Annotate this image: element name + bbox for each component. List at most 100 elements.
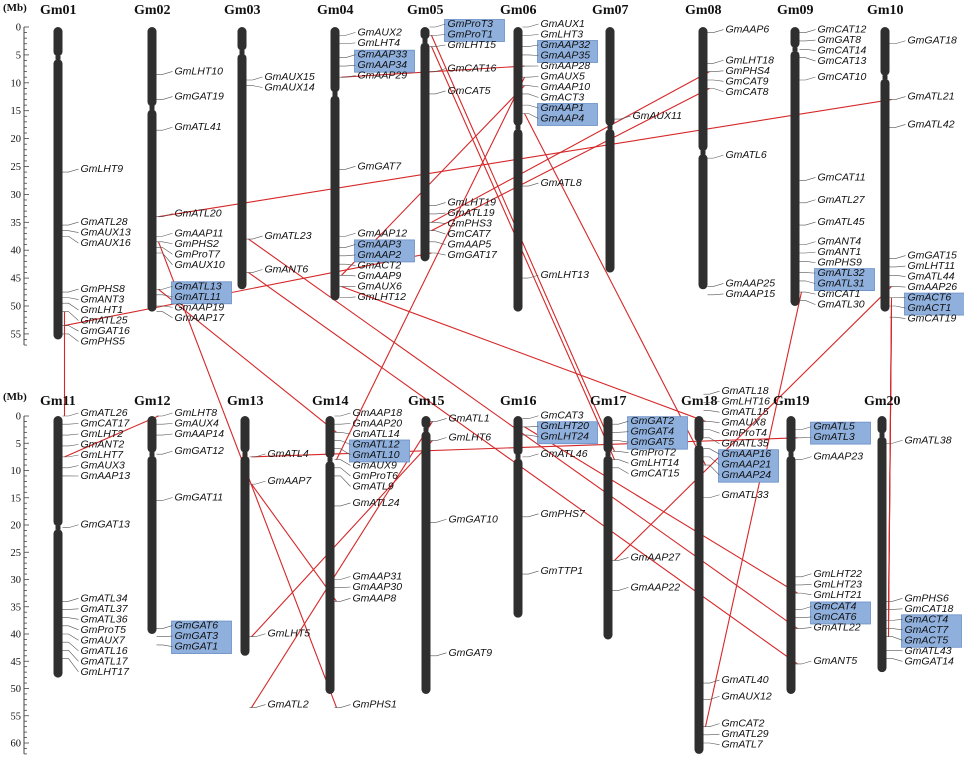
chromosome-arm-long bbox=[147, 455, 157, 634]
gene-leader-line bbox=[522, 76, 539, 78]
gene-cluster-highlight bbox=[901, 614, 962, 648]
gene-leader-line bbox=[707, 29, 724, 33]
gene-leader-line bbox=[62, 650, 79, 662]
gene-label: GmGAT16 bbox=[81, 325, 131, 337]
gene-label: GmAAP15 bbox=[726, 288, 776, 300]
gene-label: GmANT5 bbox=[814, 655, 858, 667]
gene-label: GmLHT18 bbox=[726, 54, 775, 66]
gene-leader-line bbox=[62, 524, 79, 529]
gene-label: GmLHT22 bbox=[814, 568, 863, 580]
centromere bbox=[882, 75, 888, 80]
chromosome-arm-short bbox=[605, 27, 615, 126]
gene-leader-line bbox=[707, 154, 724, 159]
gene-label: GmTTP1 bbox=[541, 565, 584, 577]
gene-label: GmAAP2 bbox=[358, 249, 402, 261]
gene-label: GmGAT10 bbox=[449, 513, 499, 525]
chromosome-arm-short bbox=[53, 416, 63, 527]
gene-leader-line bbox=[156, 305, 173, 308]
gene-label: GmLHT24 bbox=[541, 431, 590, 443]
axis-tick-label: 5 bbox=[16, 439, 21, 450]
gene-label: GmATL25 bbox=[81, 315, 128, 327]
gene-label: GmLHT17 bbox=[81, 666, 131, 678]
gene-leader-line bbox=[703, 429, 720, 434]
gene-label: GmPHS3 bbox=[448, 218, 493, 230]
gene-leader-line bbox=[889, 40, 906, 45]
gene-label: GmAAP14 bbox=[175, 428, 225, 440]
gene-label: GmATL34 bbox=[81, 592, 128, 604]
gene-leader-line bbox=[430, 518, 447, 523]
chromosome-arm-short bbox=[330, 27, 340, 93]
chromosome-arm-long bbox=[325, 461, 335, 694]
gene-label: GmAAP13 bbox=[81, 470, 131, 482]
axis-tick-label: 20 bbox=[11, 521, 22, 532]
gene-label: GmLHT12 bbox=[358, 291, 407, 303]
gene-leader-line bbox=[249, 633, 266, 638]
gene-leader-line bbox=[886, 439, 903, 444]
duplication-link bbox=[887, 317, 893, 610]
gene-label: GmGAT1 bbox=[175, 641, 219, 653]
gene-leader-line bbox=[339, 42, 356, 45]
gene-label: GmLHT2 bbox=[81, 428, 124, 440]
axis-tick-label: 40 bbox=[11, 246, 22, 257]
chromosome-label: Gm05 bbox=[407, 3, 444, 18]
duplication-link bbox=[430, 35, 616, 452]
duplication-link bbox=[158, 98, 892, 218]
gene-leader-line bbox=[334, 459, 351, 466]
gene-leader-line bbox=[430, 652, 447, 657]
gene-leader-line bbox=[703, 742, 720, 745]
gene-label: GmCAT19 bbox=[908, 313, 957, 325]
gene-cluster-highlight bbox=[627, 416, 688, 450]
gene-label: GmAAP9 bbox=[358, 270, 402, 282]
gene-label: GmANT1 bbox=[818, 246, 862, 258]
axis-tick-label: 50 bbox=[11, 684, 22, 695]
centromere bbox=[788, 452, 794, 457]
chromosome-arm-long bbox=[240, 455, 250, 656]
gene-leader-line bbox=[156, 497, 173, 501]
gene-label: GmAAP23 bbox=[814, 451, 864, 463]
gene-label: GmATL19 bbox=[448, 207, 495, 219]
gene-label: GmAUX11 bbox=[633, 110, 682, 122]
gene-leader-line bbox=[156, 311, 173, 319]
gene-leader-line bbox=[62, 221, 79, 226]
gene-leader-line bbox=[703, 421, 720, 423]
chromosome-gm20: Gm20GmATL38GmPHS6GmCAT18GmACT4GmACT7GmAC… bbox=[864, 394, 962, 673]
gene-leader-line bbox=[249, 453, 266, 458]
gene-label: GmGAT15 bbox=[908, 250, 958, 262]
axis-tick-label: 25 bbox=[11, 162, 22, 173]
gene-leader-line bbox=[339, 254, 356, 257]
gene-leader-line bbox=[156, 96, 173, 100]
gene-label: GmProT4 bbox=[722, 427, 768, 439]
chromosome-arm-short bbox=[790, 27, 800, 48]
gene-label: GmATL40 bbox=[722, 674, 769, 686]
gene-label: GmAAP30 bbox=[353, 581, 403, 593]
gene-label: GmATL26 bbox=[81, 407, 128, 419]
gene-leader-line bbox=[612, 431, 629, 433]
chromosome-arm-short bbox=[53, 27, 63, 57]
gene-label: GmATL23 bbox=[265, 230, 312, 242]
gene-label: GmProT5 bbox=[81, 624, 127, 636]
axis-tick-label: 20 bbox=[11, 134, 22, 145]
gene-leader-line bbox=[612, 420, 629, 425]
duplication-link bbox=[431, 87, 710, 232]
gene-label: GmAAP21 bbox=[722, 459, 772, 471]
gene-label: GmLHT21 bbox=[814, 589, 862, 601]
duplication-link bbox=[336, 76, 525, 460]
gene-label: GmAUX12 bbox=[722, 690, 772, 702]
gene-label: GmAAP6 bbox=[726, 24, 770, 36]
gene-leader-line bbox=[62, 633, 79, 641]
gene-leader-line bbox=[62, 230, 79, 233]
gene-label: GmAAP28 bbox=[541, 60, 591, 72]
chromosome-gm09: Gm09GmCAT12GmGAT8GmCAT14GmCAT13GmCAT10Gm… bbox=[777, 3, 875, 311]
gene-leader-line bbox=[795, 616, 812, 618]
duplication-link bbox=[251, 483, 337, 602]
gene-label: GmATL28 bbox=[81, 216, 128, 228]
gene-label: GmATL18 bbox=[722, 385, 769, 397]
gene-leader-line bbox=[886, 658, 903, 662]
gene-label: GmATL22 bbox=[814, 621, 861, 633]
gene-leader-line bbox=[795, 426, 812, 430]
centromere bbox=[149, 105, 155, 110]
axis-tick-label: 15 bbox=[11, 493, 22, 504]
chromosome-gm10: Gm10GmGAT18GmATL21GmATL42GmGAT15GmLHT11G… bbox=[867, 3, 964, 325]
